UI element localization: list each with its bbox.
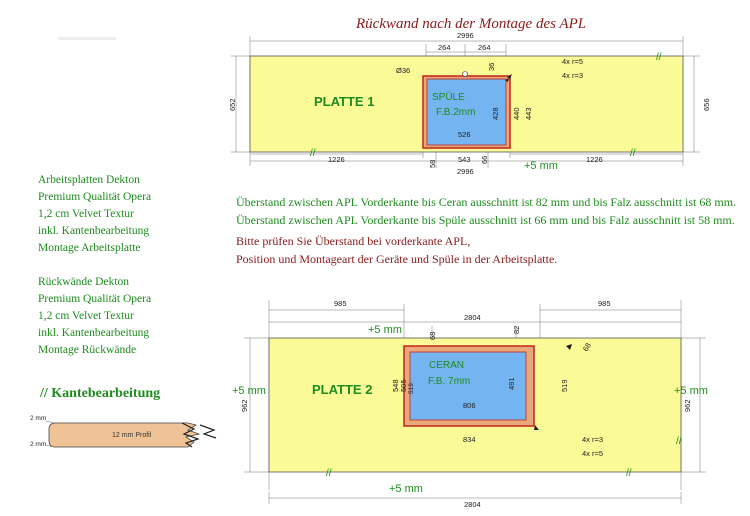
edge-bottom-label: 2 mm xyxy=(30,441,46,448)
plate-2-left-distance: 985 xyxy=(334,299,347,308)
plate-2-cut-top: 82 xyxy=(512,326,521,334)
plate-2-cutout-width-inner: 806 xyxy=(463,401,476,410)
spec-line: 1,2 cm Velvet Textur xyxy=(38,310,134,322)
plate-2-mark: // xyxy=(326,468,332,479)
check-note-1: Bitte prüfen Sie Überstand bei vorderkan… xyxy=(236,234,471,248)
plate-1-left-distance: 1226 xyxy=(328,155,345,164)
plate-1-mark: // xyxy=(630,148,636,159)
edge-profile-label: 12 mm Profil xyxy=(112,432,152,439)
plate-2-corner-arrow xyxy=(534,425,539,430)
spec-backsplash: Rückwände Dekton Premium Qualität Opera … xyxy=(38,274,151,359)
plate-1-width-bottom: 2996 xyxy=(457,167,474,176)
edge-heading: // Kantebearbeitung xyxy=(40,386,161,401)
plate-1-cutout-width-outer: 543 xyxy=(458,155,471,164)
plate-2-cutout-height-inner: 491 xyxy=(507,377,516,390)
plate-2-cutout-sub: F.B. 7mm xyxy=(428,376,470,387)
plate-1-front-falz: 58 xyxy=(428,160,437,168)
edge-break-line xyxy=(199,424,217,439)
plate-2-radius-outer: 4x r=5 xyxy=(582,449,603,458)
plate-1-corner-arrow xyxy=(507,74,512,79)
plate-1-height-right: 656 xyxy=(702,98,711,111)
spec-line: Montage Arbeitsplatte xyxy=(38,242,141,254)
overhang-sink-note: Überstand zwischen APL Vorderkante bis S… xyxy=(236,213,735,227)
plate-2-falz-top: 68 xyxy=(428,332,437,340)
plate-1-cutout-height-outer: 443 xyxy=(524,107,533,120)
plate-2-radius-inner: 4x r=3 xyxy=(582,435,603,444)
plate-1-mark: // xyxy=(656,52,662,63)
spec-line: Premium Qualität Opera xyxy=(38,191,152,203)
plate-1-hole-label: Ø36 xyxy=(396,66,410,75)
plate-2-right-distance: 985 xyxy=(598,299,611,308)
plate-2-plus5-top: +5 mm xyxy=(368,324,402,336)
plate-1-radius-inner: 4x r=3 xyxy=(562,71,583,80)
spec-line: 1,2 cm Velvet Textur xyxy=(38,208,134,220)
spec-line: Montage Rückwände xyxy=(38,344,137,356)
spec-line: Premium Qualität Opera xyxy=(38,293,152,305)
plate-2-plus5-right: +5 mm xyxy=(674,385,708,397)
edge-break-line xyxy=(181,422,200,448)
plate-1-right-distance: 1226 xyxy=(586,155,603,164)
plate-1-cutout-height-mid: 440 xyxy=(512,107,521,120)
spec-line: Rückwände Dekton xyxy=(38,276,130,288)
plate-1-cutout-sub: F.B.2mm xyxy=(436,107,475,118)
plate-2-height-left: 962 xyxy=(240,399,249,412)
plate-1-name: PLATTE 1 xyxy=(314,94,374,109)
edge-top-label: 2 mm xyxy=(30,415,46,422)
plate-2-corner-arrow xyxy=(566,344,572,350)
plate-2-plus5-bottom: +5 mm xyxy=(389,483,423,495)
spec-line: inkl. Kantenbearbeitung xyxy=(38,327,150,339)
plate-2-cutout-width-outer: 834 xyxy=(463,435,476,444)
plate-2-cutout-height-a: 505 xyxy=(399,379,408,392)
plate-2-cutout-height-right: 519 xyxy=(560,379,569,392)
plate-2-height-right: 962 xyxy=(683,399,692,412)
plate-2-mark: // xyxy=(676,436,682,447)
plate-1-front-cut: 66 xyxy=(480,156,489,164)
plate-2-cutout-height-c: 548 xyxy=(391,379,400,392)
plate-1-plus5: +5 mm xyxy=(524,160,558,172)
plate-2-drawing: 985 985 2804 2804 806 834 4x r=3 4x r=5 … xyxy=(232,299,708,509)
plate-1-cutout-height-inner: 428 xyxy=(491,107,500,120)
page-title: Rückwand nach der Montage des APL xyxy=(356,16,587,32)
edge-leader-line xyxy=(45,420,55,424)
plate-2-cutout-height-b: 519 xyxy=(408,383,415,394)
plate-1-height-left: 652 xyxy=(228,98,237,111)
spec-line: inkl. Kantenbearbeitung xyxy=(38,225,150,237)
edge-profile-diagram: 2 mm 2 mm 12 mm Profil xyxy=(30,415,217,448)
logo-placeholder xyxy=(58,37,116,40)
edge-profile-board xyxy=(48,422,201,448)
plate-2-cutout xyxy=(409,351,527,421)
spec-worktop: Arbeitsplatten Dekton Premium Qualität O… xyxy=(38,172,151,257)
check-note-2: Position und Montageart der Geräte und S… xyxy=(236,252,558,266)
plate-1-offset-left: 264 xyxy=(438,43,451,52)
plate-1-cutout-width-inner: 526 xyxy=(458,130,471,139)
plate-1-cutout xyxy=(426,78,507,146)
overhang-ceran-note: Überstand zwischen APL Vorderkante bis C… xyxy=(236,195,737,209)
plate-2-width-bottom: 2804 xyxy=(464,500,481,509)
plate-1-offset-right: 264 xyxy=(478,43,491,52)
plate-2-plus5-left: +5 mm xyxy=(232,385,266,397)
plate-1-tap-hole xyxy=(462,71,468,77)
spec-line: Arbeitsplatten Dekton xyxy=(38,174,140,186)
plate-2-side-68: 68 xyxy=(581,341,593,353)
edge-leader-line xyxy=(45,444,55,448)
plate-1-hole-offset: 36 xyxy=(487,63,496,71)
plate-2-width-top: 2804 xyxy=(464,313,481,322)
plate-1-corner-arrow xyxy=(505,78,509,82)
plate-2-cutout-name: CERAN xyxy=(429,360,464,371)
plate-1-mark: // xyxy=(310,148,316,159)
plate-1-radius-outer: 4x r=5 xyxy=(562,57,583,66)
plate-2-name: PLATTE 2 xyxy=(312,382,372,397)
plate-1-cutout-name: SPÜLE xyxy=(432,91,465,103)
plate-1-width-top: 2996 xyxy=(457,31,474,40)
plate-2-mark: // xyxy=(626,468,632,479)
plate-1-drawing: 2996 2996 264 264 Ø36 4x r=5 4x r=3 1226… xyxy=(228,31,711,176)
